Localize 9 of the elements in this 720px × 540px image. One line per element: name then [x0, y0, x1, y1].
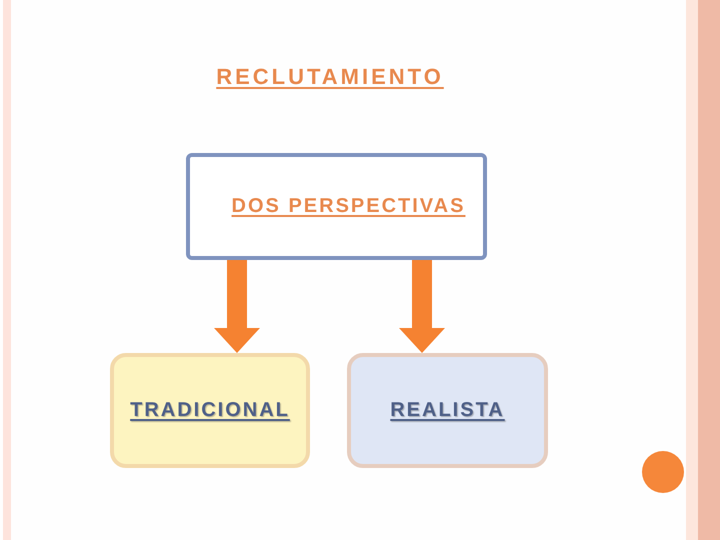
arrow [399, 260, 445, 353]
box-label: TRADICIONAL [130, 399, 290, 422]
process-box [110, 353, 310, 468]
arrow [214, 260, 260, 353]
process-box [347, 353, 548, 468]
process-box [186, 153, 487, 260]
box-label: REALISTA [390, 399, 505, 422]
diagram-title: RECLUTAMIENTO [216, 64, 444, 90]
box-label: DOS PERSPECTIVAS [232, 195, 466, 218]
